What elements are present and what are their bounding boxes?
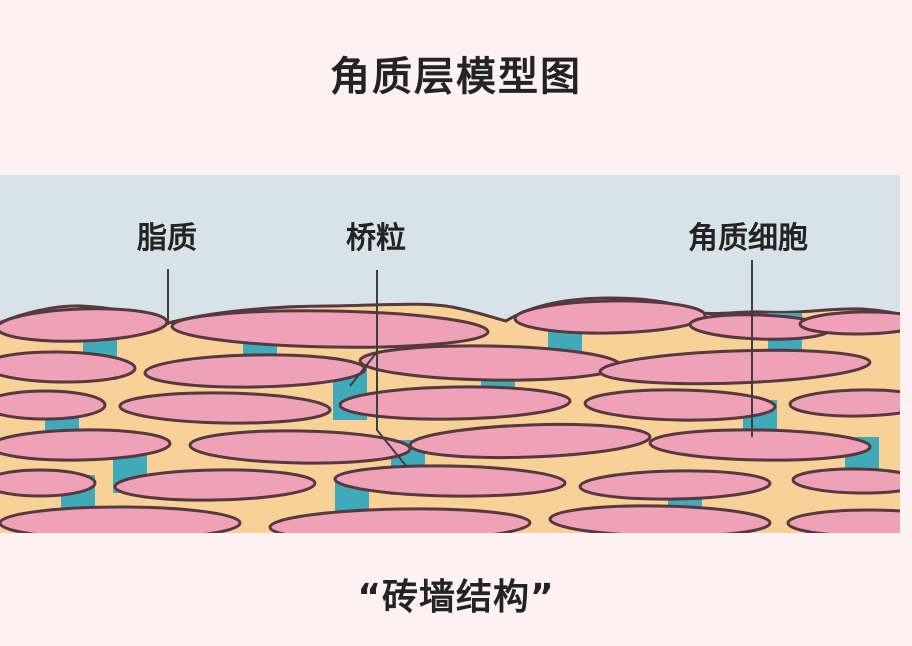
label-corneocyte: 角质细胞 xyxy=(688,221,808,256)
label-lipids: 脂质 xyxy=(137,221,197,256)
brick-wall-structure-art xyxy=(0,175,900,533)
stratum-corneum-diagram: 脂质 桥粒 角质细胞 xyxy=(0,175,900,533)
page-title: 角质层模型图 xyxy=(330,54,582,100)
label-desmosome: 桥粒 xyxy=(346,221,406,256)
caption-brick-wall: “砖墙结构” xyxy=(357,577,555,618)
